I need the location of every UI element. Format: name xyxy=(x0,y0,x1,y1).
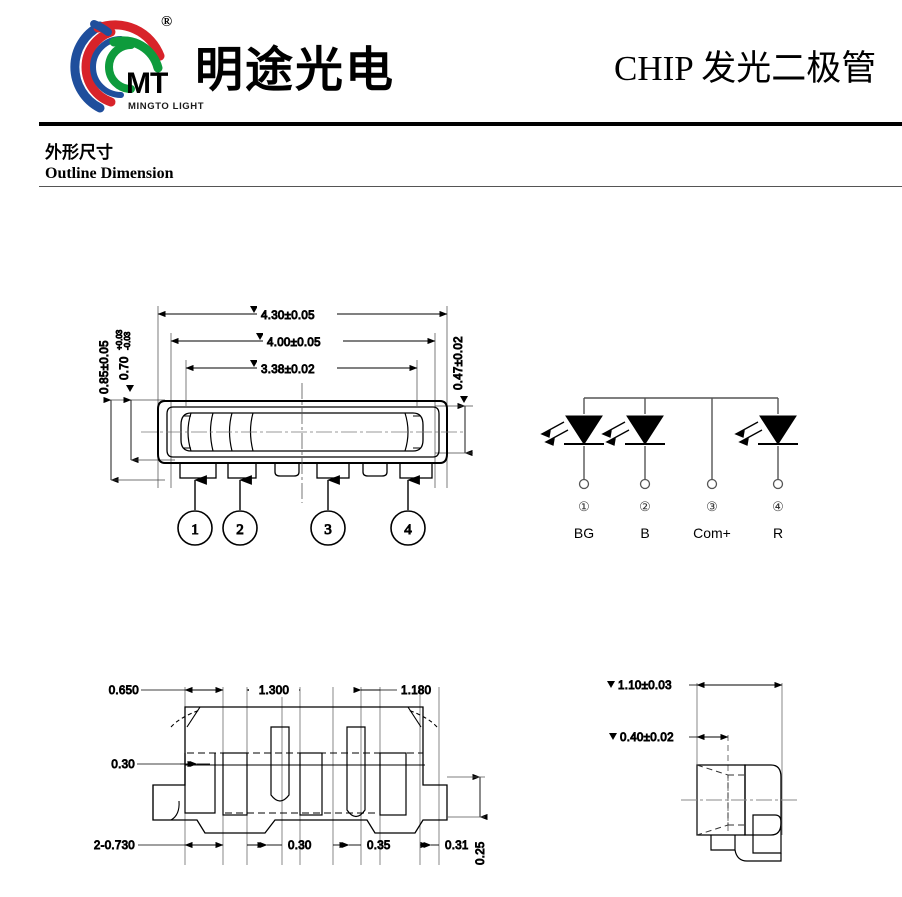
bottom-view-drawing: 0.650 1.300 1.180 0.30 xyxy=(75,665,515,890)
terminal-node-2 xyxy=(639,478,651,490)
circuit-schematic: ① ② ③ ④ BG B Com+ R xyxy=(520,370,830,545)
dim-bv-bot-3: 0.35 xyxy=(367,840,391,852)
svg-text:1: 1 xyxy=(191,522,199,538)
dim-sv-width: 1.10±0.03 xyxy=(618,680,672,692)
registered-trademark-icon: ® xyxy=(161,14,173,30)
logo-tagline: MINGTO LIGHT xyxy=(128,101,205,112)
dim-body-height-tol-upper: +0.03 xyxy=(115,329,124,350)
circuit-pin-label-3: Com+ xyxy=(693,525,731,541)
led-symbol-1 xyxy=(540,415,604,446)
header-divider-thick xyxy=(39,122,902,126)
pin-callout-4: 4 xyxy=(390,510,426,546)
section-title-cn: 外形尺寸 xyxy=(45,143,113,162)
svg-text:2: 2 xyxy=(236,522,244,538)
terminal-node-4 xyxy=(772,478,784,490)
section-title-en: Outline Dimension xyxy=(45,165,174,182)
document-title: CHIP 发光二极管 xyxy=(614,49,877,88)
dim-bv-top-right: 1.180 xyxy=(401,685,431,697)
dim-bv-bot-2: 0.30 xyxy=(288,840,312,852)
front-view-drawing: 4.30±0.05 4.00±0.05 3.38±0.02 0.85±0.05 xyxy=(95,288,495,563)
dim-bv-left-side: 0.30 xyxy=(111,759,135,771)
led-symbol-2 xyxy=(601,415,665,446)
dim-sv-inner: 0.40±0.02 xyxy=(620,732,674,744)
pin-callout-2: 2 xyxy=(222,510,258,546)
dim-body-height-tol-lower: -0.03 xyxy=(123,331,132,350)
circuit-pin-label-4: R xyxy=(773,525,783,541)
circuit-pin-number-2: ② xyxy=(639,499,651,514)
dim-bv-bot-1: 2-0.730 xyxy=(94,840,135,852)
circuit-pin-number-1: ① xyxy=(578,499,590,514)
dim-total-height: 0.85±0.05 xyxy=(99,340,111,394)
dim-body-height-value: 0.70 xyxy=(119,356,131,380)
led-symbol-3 xyxy=(734,415,798,446)
circuit-pin-number-3: ③ xyxy=(706,499,718,514)
logo-arc-mark xyxy=(70,20,165,113)
dim-inner-width: 3.38±0.02 xyxy=(261,364,315,376)
pin-callout-3: 3 xyxy=(310,510,346,546)
terminal-node-3 xyxy=(706,478,718,490)
company-logo: ® MT MINGTO LIGHT xyxy=(48,12,208,114)
dim-bv-top-left: 0.650 xyxy=(109,685,139,697)
dim-right-height: 0.47±0.02 xyxy=(453,336,465,390)
dim-bv-top-mid: 1.300 xyxy=(259,685,289,697)
company-name-cn: 明途光电 xyxy=(195,44,396,97)
logo-mt-text: MT xyxy=(126,67,168,100)
circuit-pin-label-2: B xyxy=(640,525,649,541)
pin-callout-1: 1 xyxy=(177,510,213,546)
dim-bv-right-vertical: 0.25 xyxy=(475,841,487,865)
side-view-drawing: 1.10±0.03 0.40±0.02 xyxy=(585,675,855,875)
svg-text:4: 4 xyxy=(404,522,412,538)
circuit-pin-number-4: ④ xyxy=(772,499,784,514)
terminal-node-1 xyxy=(578,478,590,490)
dim-bv-bot-4: 0.31 xyxy=(445,840,469,852)
dim-overall-width: 4.30±0.05 xyxy=(261,310,315,322)
dim-body-width: 4.00±0.05 xyxy=(267,337,321,349)
circuit-pin-label-1: BG xyxy=(574,525,594,541)
section-divider-thin xyxy=(39,186,902,188)
svg-text:3: 3 xyxy=(324,522,332,538)
page-header: ® MT MINGTO LIGHT 明途光电 CHIP 发光二极管 xyxy=(0,0,902,124)
